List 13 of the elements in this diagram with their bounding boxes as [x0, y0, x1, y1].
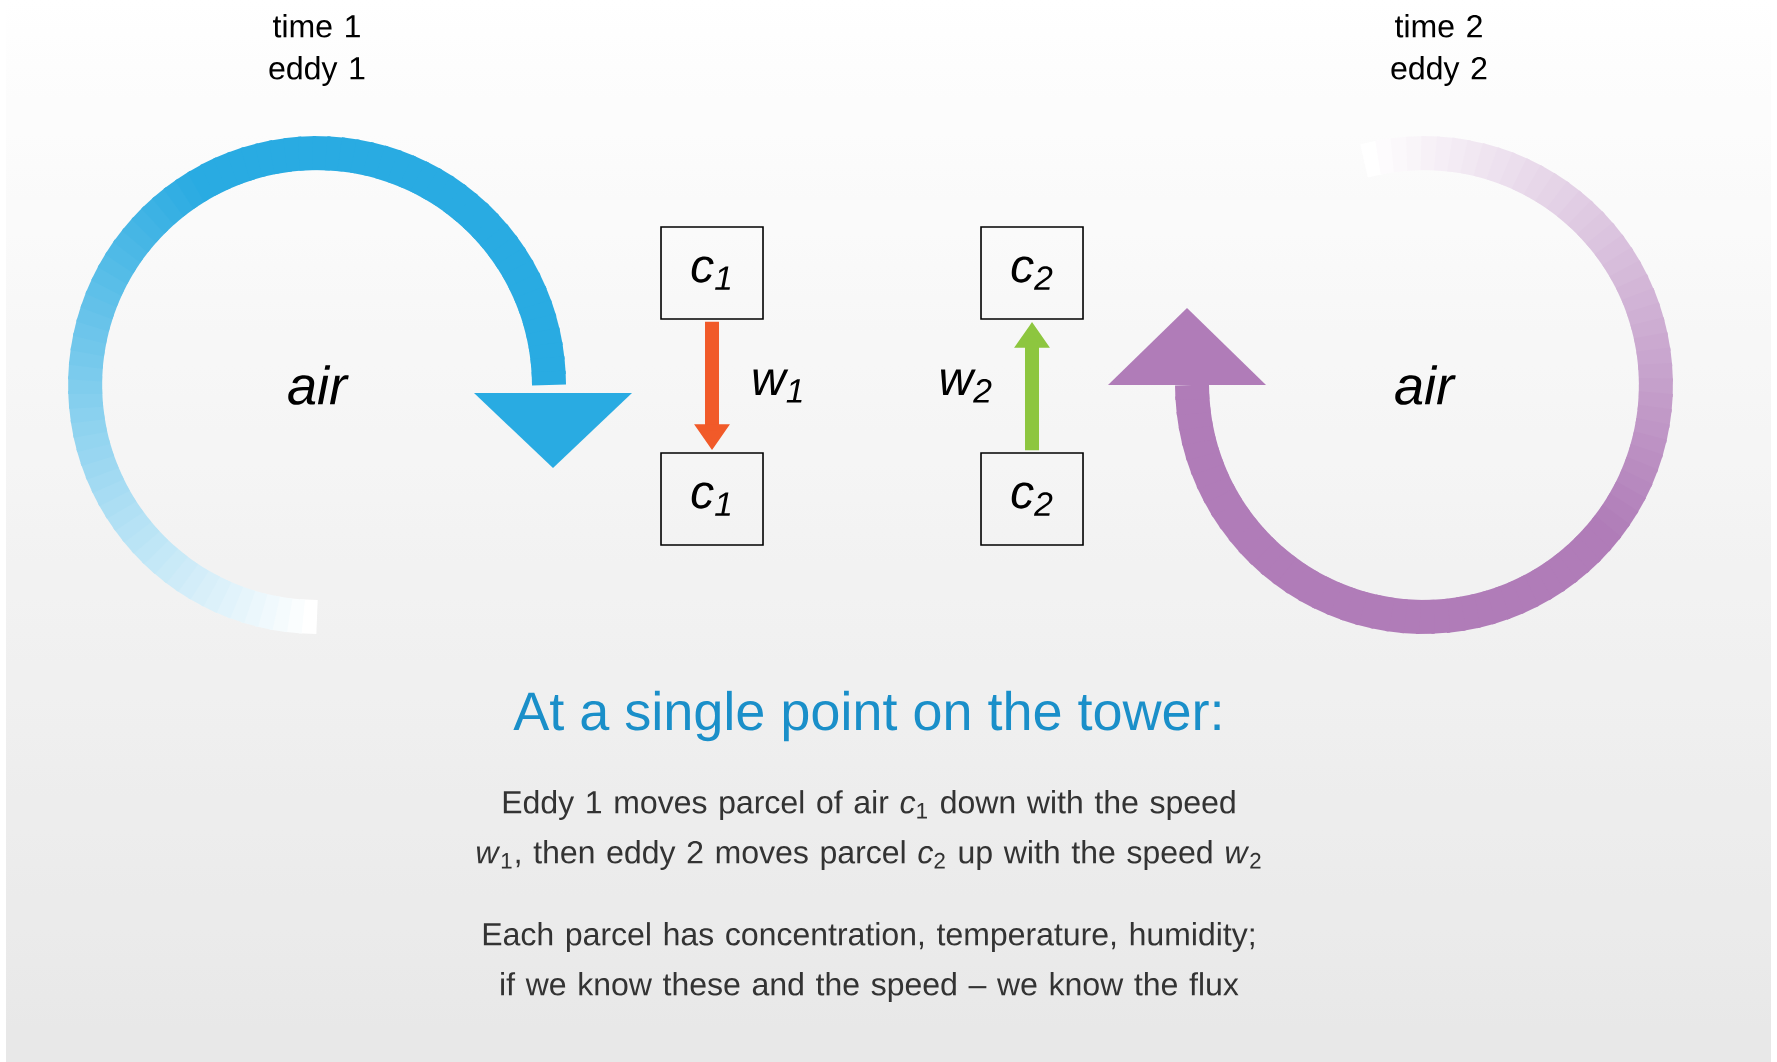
parcel-box: c$_{2}$: [980, 226, 1084, 320]
parcel-box: c$_{1}$: [660, 226, 764, 320]
parcel-box: c$_{2}$: [980, 452, 1084, 546]
eddy-label: time 1 eddy 1: [269, 14, 365, 86]
air-label: air: [288, 365, 349, 405]
edge-label: w$_{1}$: [753, 369, 802, 403]
air-label: air: [1395, 365, 1456, 405]
paragraph: Each parcel has concentration, temperature, humidity; if we know these and the speed – we know the flux: [483, 922, 1254, 1002]
eddy-label: time 2 eddy 2: [1391, 14, 1487, 86]
parcel-box: c$_{1}$: [660, 452, 764, 546]
paragraph: Eddy 1 moves parcel of air c$_{1}$ down with the speed w$_{1}$, then eddy 2 moves parcel c$_{2}$ up with the speed w$_{2}$: [476, 790, 1261, 870]
edge-label: w$_{2}$: [941, 369, 992, 403]
title: At a single point on the tower:: [513, 690, 1220, 742]
